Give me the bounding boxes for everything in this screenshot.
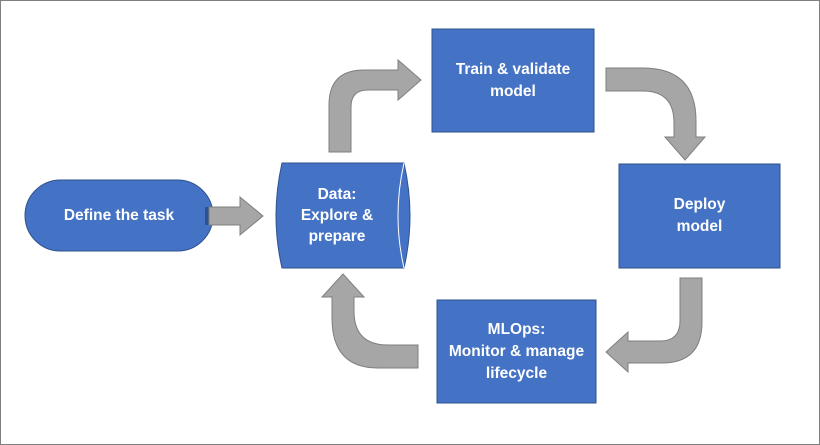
node-train-label: Train & validate model <box>432 29 594 132</box>
arrow-define-to-data <box>208 195 264 237</box>
node-data-line-2: Explore & <box>300 207 374 224</box>
node-mlops-shape <box>436 299 597 404</box>
node-define-notch <box>205 207 209 225</box>
node-define-label: Define the task <box>25 180 213 251</box>
node-data-label: Data: Explore & prepare <box>276 163 398 268</box>
node-data-line-3: prepare <box>308 228 366 245</box>
node-deploy-line-2: model <box>676 218 723 235</box>
node-deploy-line-1: Deploy <box>673 196 726 213</box>
arrow-train-to-deploy <box>605 67 707 161</box>
node-mlops-line-3: lifecycle <box>485 364 548 382</box>
node-deploy-label: Deploy model <box>619 164 780 268</box>
node-data-shape <box>275 162 411 269</box>
arrow-deploy-to-mlops <box>605 277 703 374</box>
node-train-shape <box>431 28 595 133</box>
node-train-line-1: Train & validate <box>455 60 571 78</box>
node-define-line-1: Define the task <box>63 206 175 224</box>
node-data-line-1: Data: <box>317 186 357 203</box>
arrow-mlops-to-data <box>320 273 419 369</box>
node-deploy-shape <box>618 163 781 269</box>
arrow-data-to-train <box>328 58 422 153</box>
node-train-line-2: model <box>490 82 536 100</box>
node-mlops-line-1: MLOps: <box>487 320 546 338</box>
node-mlops-line-2: Monitor & manage <box>448 342 585 360</box>
node-mlops-label: MLOps: Monitor & manage lifecycle <box>437 300 596 403</box>
